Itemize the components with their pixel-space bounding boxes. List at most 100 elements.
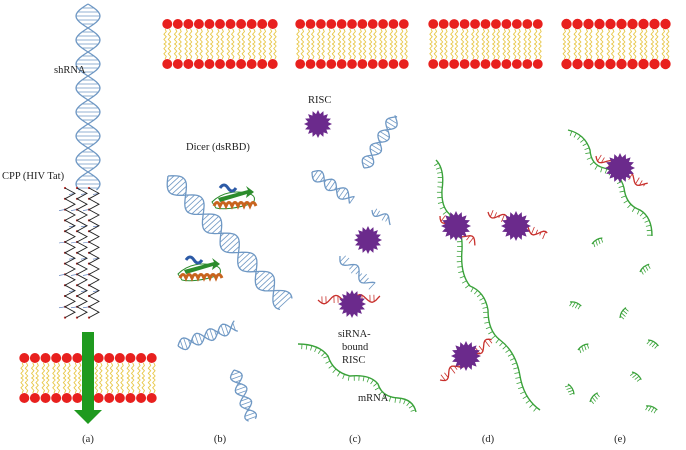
lipid-tail (429, 28, 433, 45)
base-tick (567, 390, 573, 393)
lipid-tail (661, 43, 666, 60)
lipid-tail (464, 28, 469, 45)
base-tick (650, 407, 655, 413)
side-chain (58, 209, 66, 211)
strand (233, 369, 253, 422)
lipid-tail (389, 43, 394, 60)
lipid-head (114, 352, 125, 364)
base-pair (220, 234, 235, 248)
lipid-tail (115, 377, 120, 394)
lipid-tail (52, 362, 56, 379)
base-tick (582, 142, 588, 147)
base-tick (569, 392, 575, 396)
lipid-tail (399, 43, 404, 60)
base-tick (644, 220, 650, 223)
base-tick (618, 185, 624, 188)
lipid-head (72, 352, 83, 364)
lipid-tail (163, 43, 167, 60)
base-tick (473, 290, 478, 295)
base-tick (580, 138, 585, 143)
lipid-tail (45, 362, 50, 379)
lipid-tail (120, 377, 124, 394)
base-tick (629, 372, 635, 377)
lipid-head (449, 59, 460, 69)
lipid-tail (399, 28, 404, 45)
lipid-tail (404, 28, 408, 45)
base-tick (373, 382, 378, 387)
dicer-dsrbd (211, 183, 258, 210)
base-tick (305, 344, 308, 350)
base-tick (619, 315, 625, 320)
lipid-head (316, 19, 326, 29)
beta-strand (184, 258, 220, 274)
lipid-tail (577, 28, 582, 45)
lipid-head (267, 19, 278, 29)
base-pair (388, 118, 398, 125)
lipid-tail (617, 43, 622, 60)
lipid-tail (566, 28, 571, 45)
lipid-tail (654, 28, 659, 45)
base-tick (595, 240, 598, 246)
lipid-head (459, 59, 470, 69)
base-pair (478, 345, 484, 352)
risc-complex (304, 110, 332, 138)
lipid-head (470, 59, 480, 69)
base-pair (342, 257, 350, 266)
lipid-head (367, 59, 378, 69)
lipid-tail (321, 43, 325, 60)
lipid-head (616, 18, 627, 30)
lipid-tail (362, 43, 367, 60)
risc-complex (354, 226, 382, 254)
base-pair (493, 212, 497, 218)
lipid-tail (241, 43, 246, 60)
rna-helix-icon (75, 3, 659, 422)
base-tick (410, 409, 416, 412)
lipid-head (501, 19, 512, 29)
lipid-head (470, 19, 480, 29)
base-tick (437, 171, 443, 174)
base-tick (645, 405, 649, 411)
lipid-head (491, 19, 501, 29)
base-tick (592, 242, 596, 248)
risc-complex-icon (304, 110, 635, 371)
base-pair (484, 340, 490, 347)
lipid-bilayer (162, 19, 278, 69)
lipid-tail (429, 43, 433, 60)
lipid-tail (373, 28, 377, 45)
lipid-head (583, 58, 594, 70)
lipid-head (114, 392, 125, 404)
dsrna-fragment (229, 369, 257, 422)
lipid-tail (517, 28, 521, 45)
lipid-tail (599, 43, 604, 60)
lipid-tail (178, 43, 182, 60)
lipid-tail (137, 362, 141, 379)
lipid-tail (393, 43, 398, 60)
lipid-head (125, 392, 136, 404)
lipid-tail (358, 28, 362, 45)
base-tick (639, 212, 644, 217)
peptide-backbone (88, 187, 100, 318)
lipid-tail (258, 28, 262, 45)
lipid-head (305, 59, 316, 69)
lipid-tail (163, 28, 167, 45)
base-tick (645, 224, 651, 227)
base-tick (388, 396, 392, 402)
lipid-head (449, 19, 460, 29)
base-pair (167, 175, 175, 183)
lipid-head (93, 352, 104, 364)
base-tick (337, 371, 341, 377)
base-tick (647, 263, 651, 269)
base-pair (385, 121, 396, 128)
lipid-tail (296, 43, 300, 60)
base-pair (440, 374, 446, 381)
base-pair (242, 257, 257, 271)
lipid-tail (373, 43, 377, 60)
shrna-hairpin (75, 3, 101, 191)
base-tick (533, 407, 538, 412)
base-pair (531, 226, 535, 235)
lipid-tail (643, 43, 648, 60)
base-tick (522, 395, 528, 400)
lipid-head (367, 19, 378, 29)
base-pair (185, 195, 200, 210)
